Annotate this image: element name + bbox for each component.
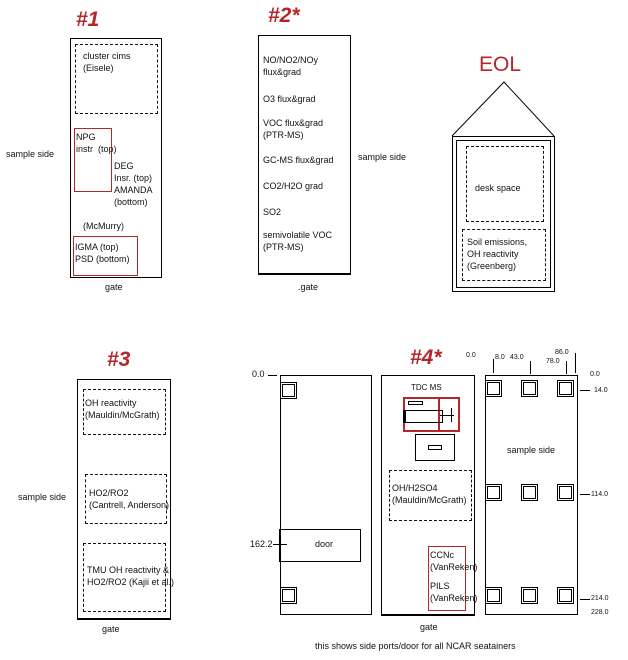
sample-side-label: sample side [6, 149, 55, 159]
dim-label: 0.0 [590, 371, 600, 378]
rack-slot [428, 445, 442, 450]
eol-inner-wall [456, 140, 551, 288]
side-port [521, 587, 538, 604]
tmu-area [83, 543, 166, 612]
caption: this shows side ports/door for all NCAR … [315, 641, 516, 651]
side-port [557, 587, 574, 604]
side-port [280, 382, 297, 399]
tdc-divider [438, 397, 440, 430]
dim-label: 228.0 [591, 609, 609, 616]
container-4-title: #4* [410, 346, 442, 369]
eol-roof [451, 81, 555, 137]
side-port [557, 484, 574, 501]
dim-label: 8.0 [495, 354, 505, 361]
instrument-item: GC-MS flux&grad [263, 155, 334, 165]
dim-label: 0.0 [466, 352, 476, 359]
dim-tick [268, 375, 277, 376]
gate-label: .gate [298, 282, 319, 292]
gate-label: gate [105, 282, 123, 292]
side-port [485, 484, 502, 501]
dim-tick [580, 494, 590, 495]
sample-side-panel [485, 375, 578, 615]
desk-space-area [466, 146, 544, 222]
dim-tick [273, 544, 287, 545]
door-position-label: 162.2 [250, 539, 273, 549]
ccnc-label: CCNc (VanReken) [430, 550, 478, 572]
oh-reactivity-area [83, 389, 166, 435]
container-3-title: #3 [107, 348, 131, 371]
dim-tick [580, 599, 590, 600]
eol-title: EOL [479, 53, 522, 76]
container-2-title: #2* [268, 4, 300, 27]
side-port [557, 380, 574, 397]
dim-label: 78.0 [546, 358, 560, 365]
oh-h2so4-area [389, 470, 472, 521]
dim-tick [566, 361, 567, 374]
oh-reactivity-label: OH reactivity (Mauldin/McGrath) [85, 398, 160, 420]
side-port [485, 587, 502, 604]
side-port [521, 484, 538, 501]
instrument-item: VOC flux&grad (PTR-MS) [263, 118, 324, 140]
instrument-item: O3 flux&grad [263, 94, 316, 104]
tdc-slot [408, 401, 423, 405]
deg-label: DEG Insr. (top) AMANDA (bottom) [114, 161, 153, 207]
mcmurry-label: (McMurry) [83, 221, 124, 231]
dim-tick [575, 353, 576, 373]
igma-area [73, 236, 138, 276]
container-2 [258, 35, 351, 275]
ccnc-pils-area [428, 546, 466, 611]
dim-label: 86.0 [555, 349, 569, 356]
rack [415, 434, 455, 461]
dim-label: 43.0 [510, 354, 524, 361]
door-label: door [315, 539, 334, 549]
dim-label: 14.0 [594, 387, 608, 394]
tdc-ms-label: TDC MS [411, 383, 442, 392]
cluster-cims-label: cluster cims (Eisele) [83, 51, 131, 73]
container-3 [77, 379, 171, 620]
soil-emissions-label: Soil emissions, OH reactivity (Greenberg… [467, 237, 528, 271]
tmu-label: TMU OH reactivity & HO2/RO2 (Kajii et al… [87, 565, 175, 587]
container-4 [381, 375, 475, 616]
dim-label: 214.0 [591, 595, 609, 602]
instrument-item: semivolatile VOC (PTR-MS) [263, 230, 333, 252]
cluster-cims-area [75, 44, 158, 114]
instrument-item: SO2 [263, 207, 282, 217]
ho2-ro2-label: HO2/RO2 (Cantrell, Anderson) [89, 488, 170, 510]
npg-area [74, 128, 112, 192]
tdc-module [403, 410, 443, 423]
sample-side-label: sample side [358, 152, 407, 162]
eol-container [452, 136, 555, 292]
oh-h2so4-label: OH/H2SO4 (Mauldin/McGrath) [392, 483, 467, 505]
dim-tick [580, 390, 590, 391]
instrument-item: CO2/H2O grad [263, 181, 324, 191]
npg-label: NPG instr (top) [76, 132, 117, 154]
tdc-cross [440, 415, 454, 416]
dim-tick [493, 359, 494, 373]
sample-side-label: sample side [507, 445, 556, 455]
side-port [280, 587, 297, 604]
tdc-cross [451, 408, 452, 422]
side-port [485, 380, 502, 397]
gate-label: gate [102, 624, 120, 634]
soil-emissions-area [462, 229, 546, 281]
dim-label: 0.0 [252, 369, 265, 379]
desk-space-label: desk space [475, 183, 521, 193]
pils-label: PILS (VanReken) [430, 581, 478, 603]
dim-tick [530, 361, 531, 374]
side-port [521, 380, 538, 397]
container-1-title: #1 [76, 8, 100, 31]
instrument-item: NO/NO2/NOy flux&grad [263, 55, 319, 77]
igma-label: IGMA (top) PSD (bottom) [75, 242, 130, 264]
sample-side-label: sample side [18, 492, 67, 502]
door [279, 529, 361, 562]
container-1 [70, 38, 162, 278]
gate-label: gate [420, 622, 438, 632]
door-side-panel [280, 375, 372, 615]
dim-label: 114.0 [591, 491, 608, 498]
ho2-ro2-area [85, 474, 167, 524]
